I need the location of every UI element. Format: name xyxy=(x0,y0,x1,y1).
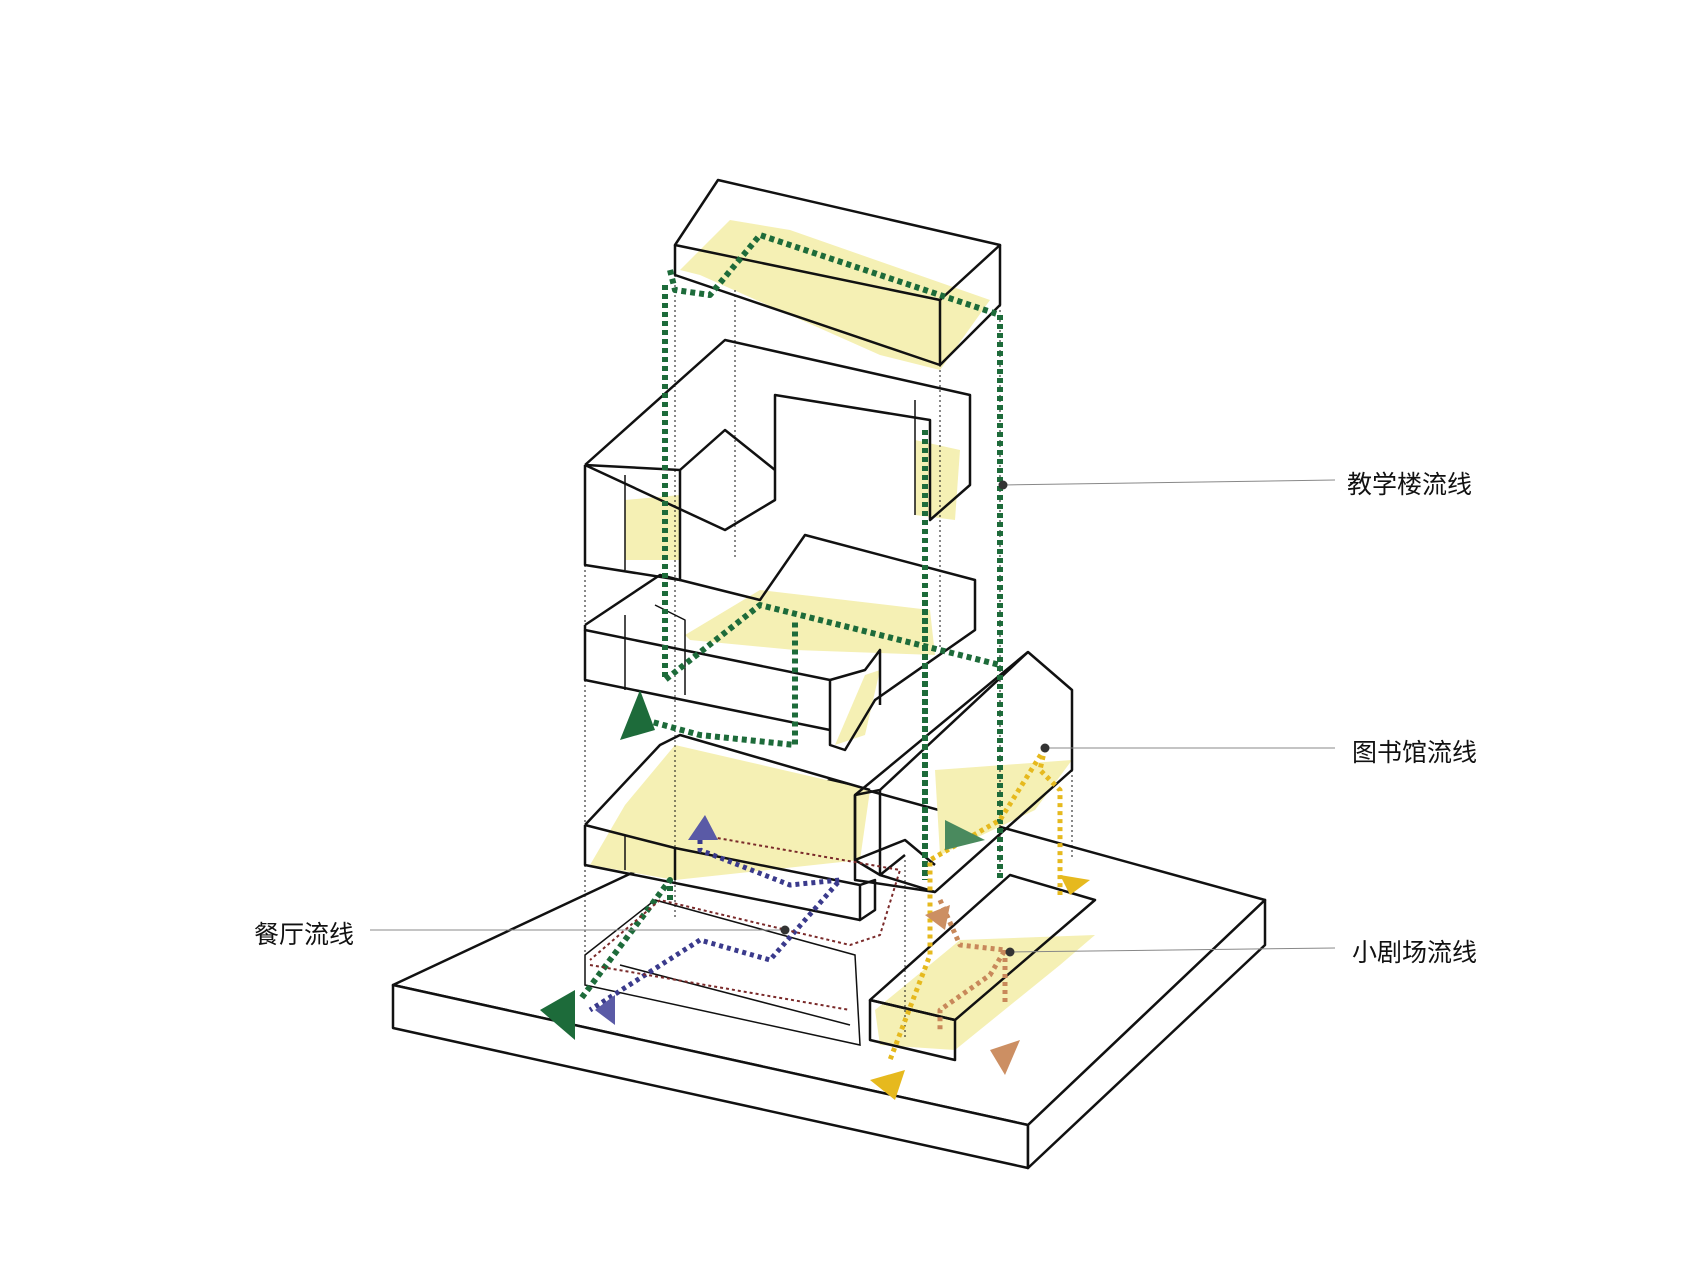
site-base-slab xyxy=(391,778,1267,1170)
theater-volume xyxy=(868,873,1097,1062)
canteen-route-secondary xyxy=(589,834,901,1011)
level-3-volume xyxy=(583,338,972,582)
library-arrow-down xyxy=(1060,875,1090,895)
leader-dots xyxy=(780,480,1050,957)
canteen-route xyxy=(588,840,843,1013)
theater-route xyxy=(937,898,1008,1030)
teaching-arrow-right xyxy=(945,820,985,850)
leader-lines xyxy=(370,479,1336,953)
theater-arrow-down xyxy=(990,1040,1020,1075)
library-route-label: 图书馆流线 xyxy=(1352,738,1478,767)
theater-route-label: 小剧场流线 xyxy=(1352,938,1478,967)
top-volume xyxy=(673,178,1002,370)
level-1-volume xyxy=(583,733,1072,922)
teaching-building-route xyxy=(577,232,1003,1002)
ground-floor-outline xyxy=(584,899,861,1046)
canteen-route-label: 餐厅流线 xyxy=(254,920,355,949)
canteen-arrow-up xyxy=(688,815,718,840)
teaching-arrow-left xyxy=(540,990,575,1040)
teaching-arrow-up xyxy=(620,690,655,740)
canteen-arrow-left xyxy=(595,995,615,1025)
arrows xyxy=(540,690,1090,1100)
library-arrow-down-2 xyxy=(870,1070,905,1100)
teaching-building-route-label: 教学楼流线 xyxy=(1347,470,1473,499)
library-route xyxy=(887,746,1063,1061)
theater-arrow-up xyxy=(925,905,950,930)
